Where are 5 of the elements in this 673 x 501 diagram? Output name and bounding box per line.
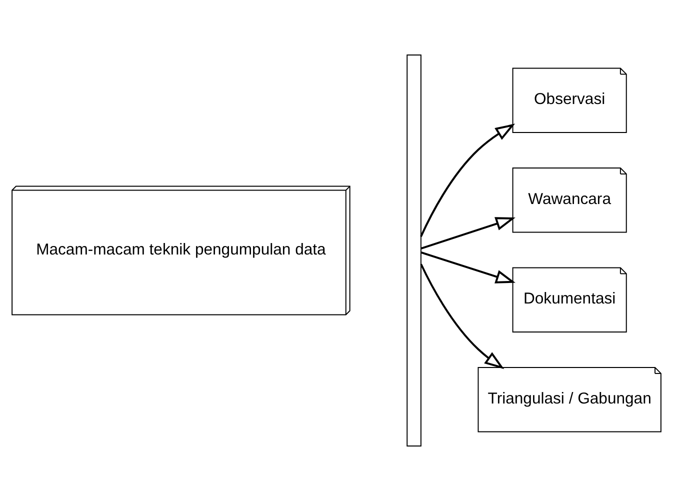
arrow <box>420 124 516 237</box>
node-bar <box>406 54 422 447</box>
arrow <box>420 264 504 370</box>
arrow <box>420 252 516 284</box>
arrow <box>420 217 516 250</box>
